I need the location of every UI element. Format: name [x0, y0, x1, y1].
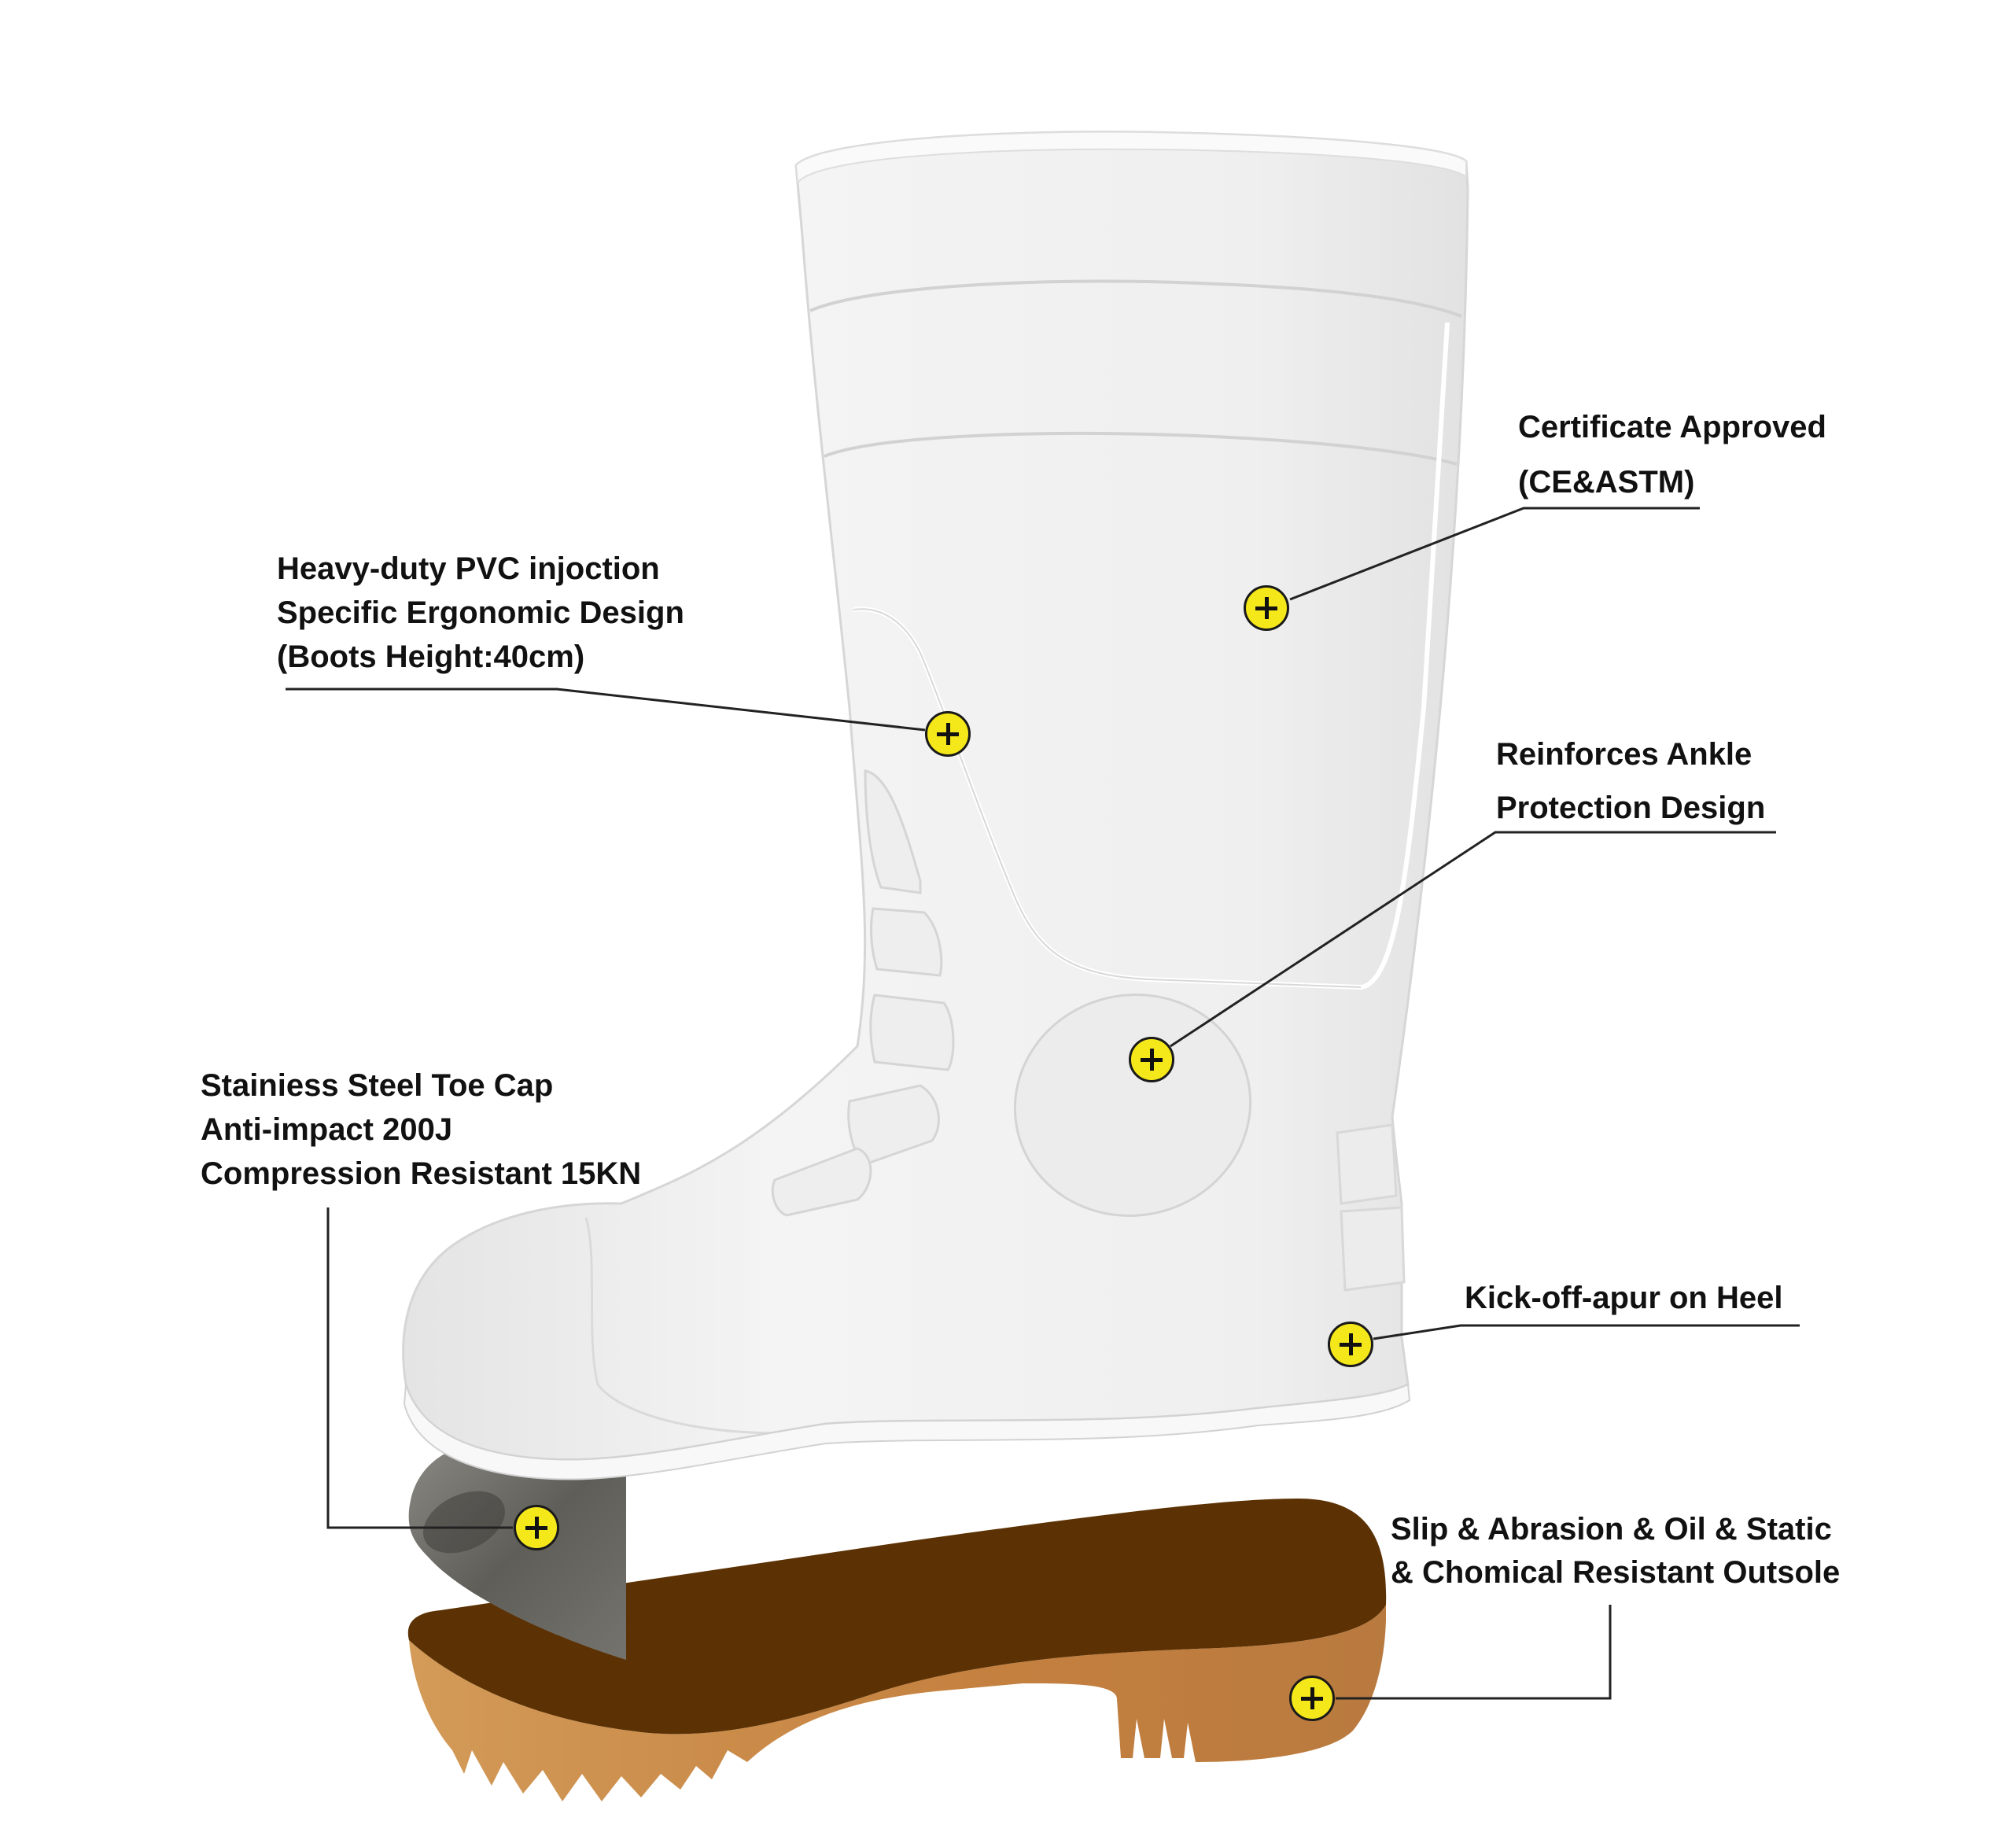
label-line: Anti-impact 200J — [201, 1112, 453, 1147]
boot-body — [402, 131, 1469, 1480]
leader-outsole — [1336, 1605, 1612, 1700]
label-line: Slip & Abrasion & Oil & Static — [1391, 1512, 1832, 1547]
label-line: Reinforces Ankle — [1496, 737, 1752, 772]
label-line: Stainiess Steel Toe Cap — [201, 1068, 554, 1103]
leader-ankle — [1170, 831, 1776, 1048]
label-toe-cap: Stainiess Steel Toe Cap Anti-impact 200J… — [201, 1064, 641, 1196]
label-certificate: Certificate Approved (CE&ASTM) — [1518, 400, 1826, 510]
label-line: Protection Design — [1496, 791, 1766, 825]
leader-lines — [286, 507, 1800, 1700]
plus-marker-ankle[interactable] — [1129, 1037, 1174, 1082]
label-outsole: Slip & Abrasion & Oil & Static & Chomica… — [1391, 1508, 1840, 1595]
label-line: & Chomical Resistant Outsole — [1391, 1555, 1841, 1590]
outsole — [407, 1499, 1387, 1801]
label-line: Certificate Approved — [1518, 410, 1826, 444]
plus-marker-kick-off[interactable] — [1328, 1322, 1373, 1367]
leader-kick-off — [1373, 1324, 1800, 1340]
label-line: Compression Resistant 15KN — [201, 1156, 642, 1191]
leader-toe-cap — [326, 1207, 513, 1529]
label-line: Specific Ergonomic Design — [277, 595, 684, 630]
label-line: Kick-off-apur on Heel — [1465, 1281, 1783, 1315]
label-ankle: Reinforces Ankle Protection Design — [1496, 728, 1765, 835]
outsole-top — [407, 1499, 1387, 1735]
leader-pvc — [286, 688, 926, 732]
steel-toe-cap — [408, 1441, 626, 1660]
plus-marker-outsole[interactable] — [1289, 1676, 1335, 1721]
leader-certificate — [1289, 507, 1700, 601]
outsole-side — [409, 1605, 1386, 1801]
plus-marker-toe-cap[interactable] — [514, 1505, 559, 1550]
label-kick-off: Kick-off-apur on Heel — [1465, 1276, 1782, 1320]
label-line: Heavy-duty PVC injoction — [277, 551, 660, 586]
label-line: (Boots Height:40cm) — [277, 640, 585, 674]
plus-marker-certificate[interactable] — [1244, 585, 1289, 631]
plus-marker-pvc[interactable] — [925, 711, 971, 757]
label-pvc: Heavy-duty PVC injoction Specific Ergono… — [277, 547, 684, 679]
label-line: (CE&ASTM) — [1518, 465, 1695, 500]
